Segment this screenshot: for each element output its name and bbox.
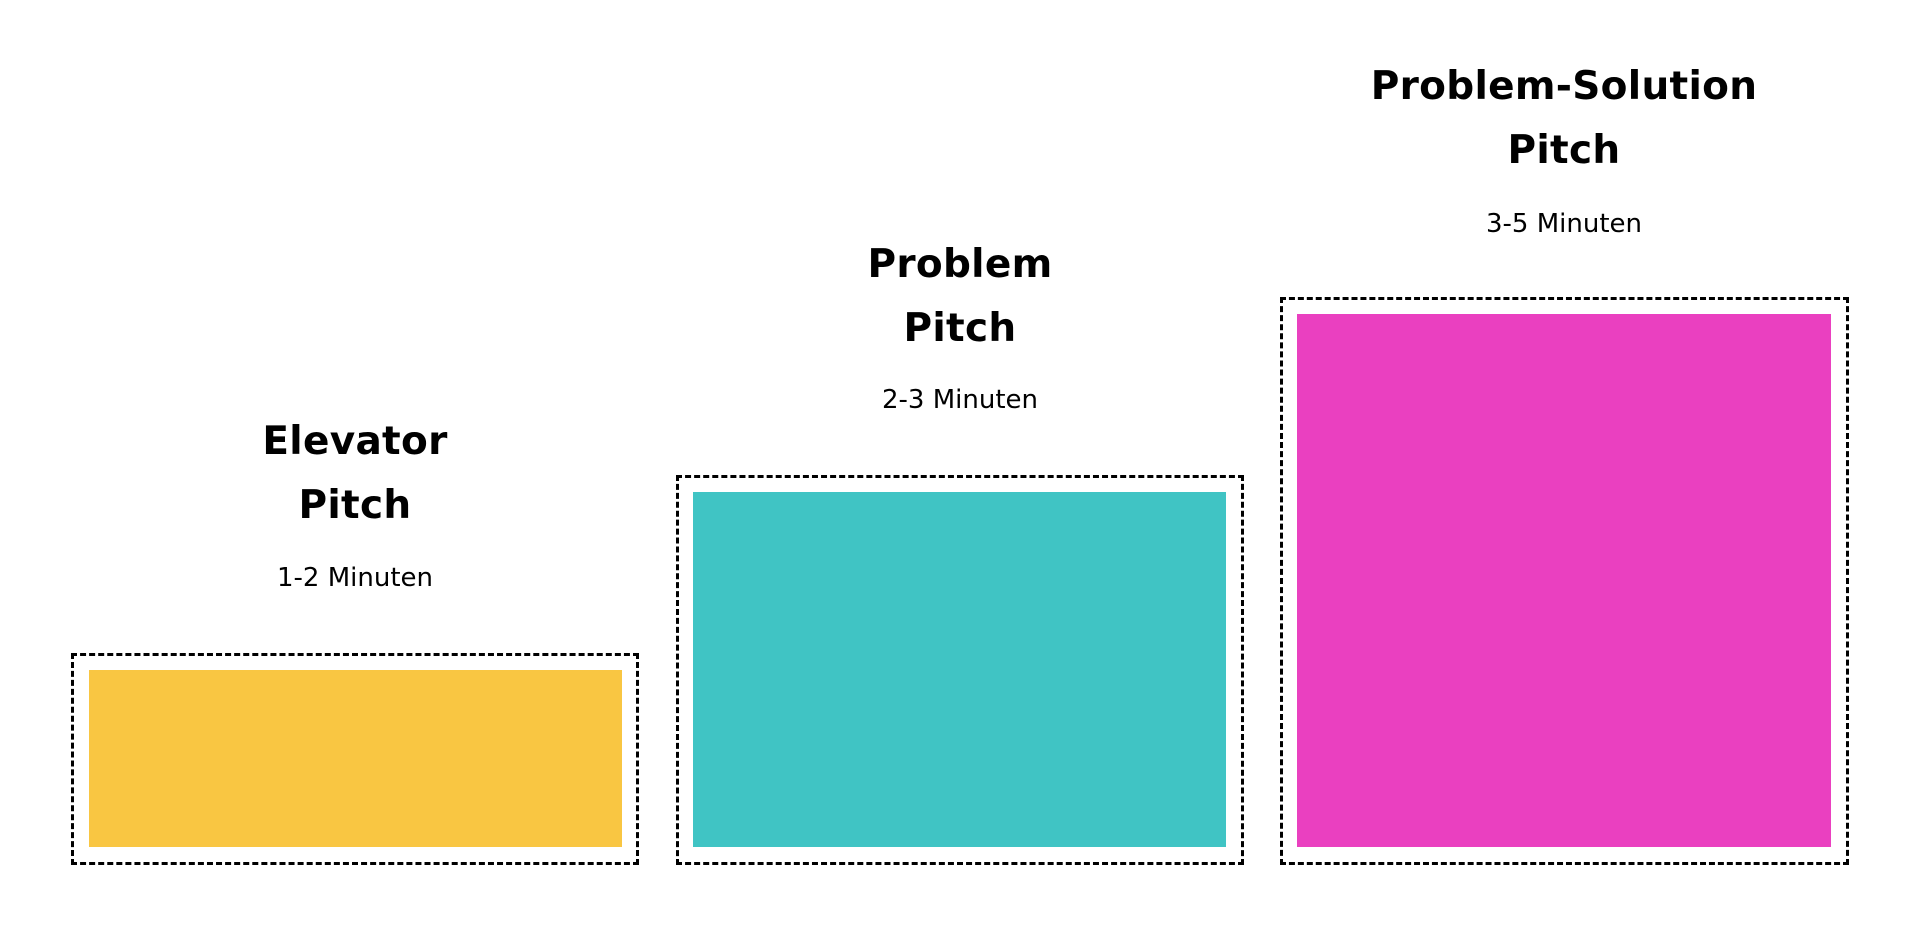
problem-pitch-title-line2: Pitch bbox=[903, 306, 1017, 351]
problem-solution-pitch-title-line1: Problem-Solution bbox=[1370, 64, 1758, 109]
problem-pitch-title-line1: Problem bbox=[867, 242, 1053, 287]
problem-pitch-bar bbox=[693, 492, 1226, 847]
problem-solution-pitch-title-line2: Pitch bbox=[1507, 128, 1621, 173]
problem-solution-pitch-title: Problem-Solution Pitch bbox=[1264, 55, 1864, 183]
elevator-pitch-title-line1: Elevator bbox=[262, 419, 448, 464]
problem-pitch-title: Problem Pitch bbox=[660, 233, 1260, 361]
problem-pitch-duration: 2-3 Minuten bbox=[881, 385, 1038, 415]
elevator-pitch-title-line2: Pitch bbox=[298, 483, 412, 528]
elevator-pitch-title: Elevator Pitch bbox=[55, 410, 655, 538]
problem-pitch-dashed-frame bbox=[676, 475, 1244, 865]
elevator-pitch-bar bbox=[89, 670, 622, 847]
problem-solution-pitch-bar bbox=[1297, 314, 1831, 847]
problem-solution-pitch-dashed-frame bbox=[1280, 297, 1849, 865]
elevator-pitch-duration: 1-2 Minuten bbox=[276, 563, 433, 593]
elevator-pitch-dashed-frame bbox=[71, 653, 639, 865]
problem-solution-pitch-duration: 3-5 Minuten bbox=[1485, 209, 1642, 239]
